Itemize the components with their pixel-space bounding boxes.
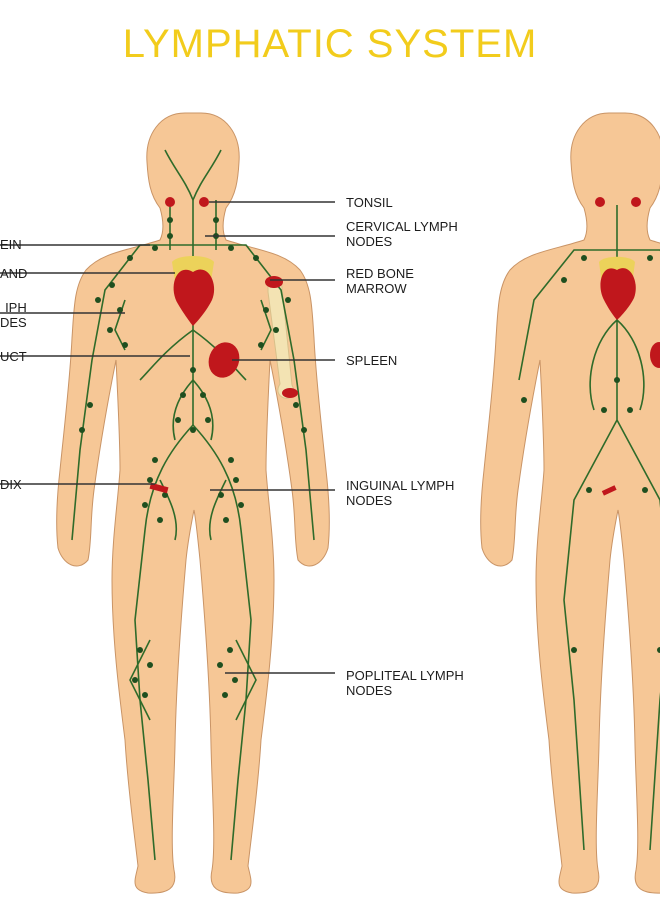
label-spleen: SPLEEN: [346, 353, 398, 368]
label-gland: AND: [0, 266, 28, 281]
posterior-heart: [599, 256, 636, 320]
red-bone-marrow-lower: [282, 388, 298, 398]
label-tonsil: TONSIL: [346, 195, 393, 210]
posterior-nodes: [521, 255, 660, 653]
label-popliteal-lymph-nodes: POPLITEAL LYMPH NODES: [346, 668, 464, 698]
label-vein: EIN: [0, 237, 22, 252]
tonsil-left: [165, 197, 175, 207]
heart: [173, 269, 215, 326]
posterior-body-silhouette: [480, 112, 660, 894]
leader-lines: [0, 201, 335, 674]
spleen: [208, 342, 240, 378]
posterior-tonsil-right: [631, 197, 641, 207]
posterior-figure: [480, 112, 660, 894]
label-inguinal-lymph-nodes: INGUINAL LYMPH NODES: [346, 478, 455, 508]
posterior-appendix: [601, 485, 617, 496]
lymph-nodes: [79, 217, 307, 698]
posterior-tonsil-left: [595, 197, 605, 207]
tonsil-right: [199, 197, 209, 207]
label-appendix: DIX: [0, 477, 22, 492]
label-duct: UCT: [0, 349, 27, 364]
label-red-bone-marrow: RED BONE MARROW: [346, 266, 414, 296]
label-cervical-lymph-nodes: CERVICAL LYMPH NODES: [346, 219, 458, 249]
red-bone-marrow: [265, 276, 283, 288]
posterior-spleen: [650, 342, 660, 368]
anterior-figure: [56, 112, 330, 894]
appendix: [149, 482, 169, 494]
diagram-title: LYMPHATIC SYSTEM: [122, 22, 538, 66]
label-axillary-lymph-nodes: IPH DES: [0, 300, 27, 330]
